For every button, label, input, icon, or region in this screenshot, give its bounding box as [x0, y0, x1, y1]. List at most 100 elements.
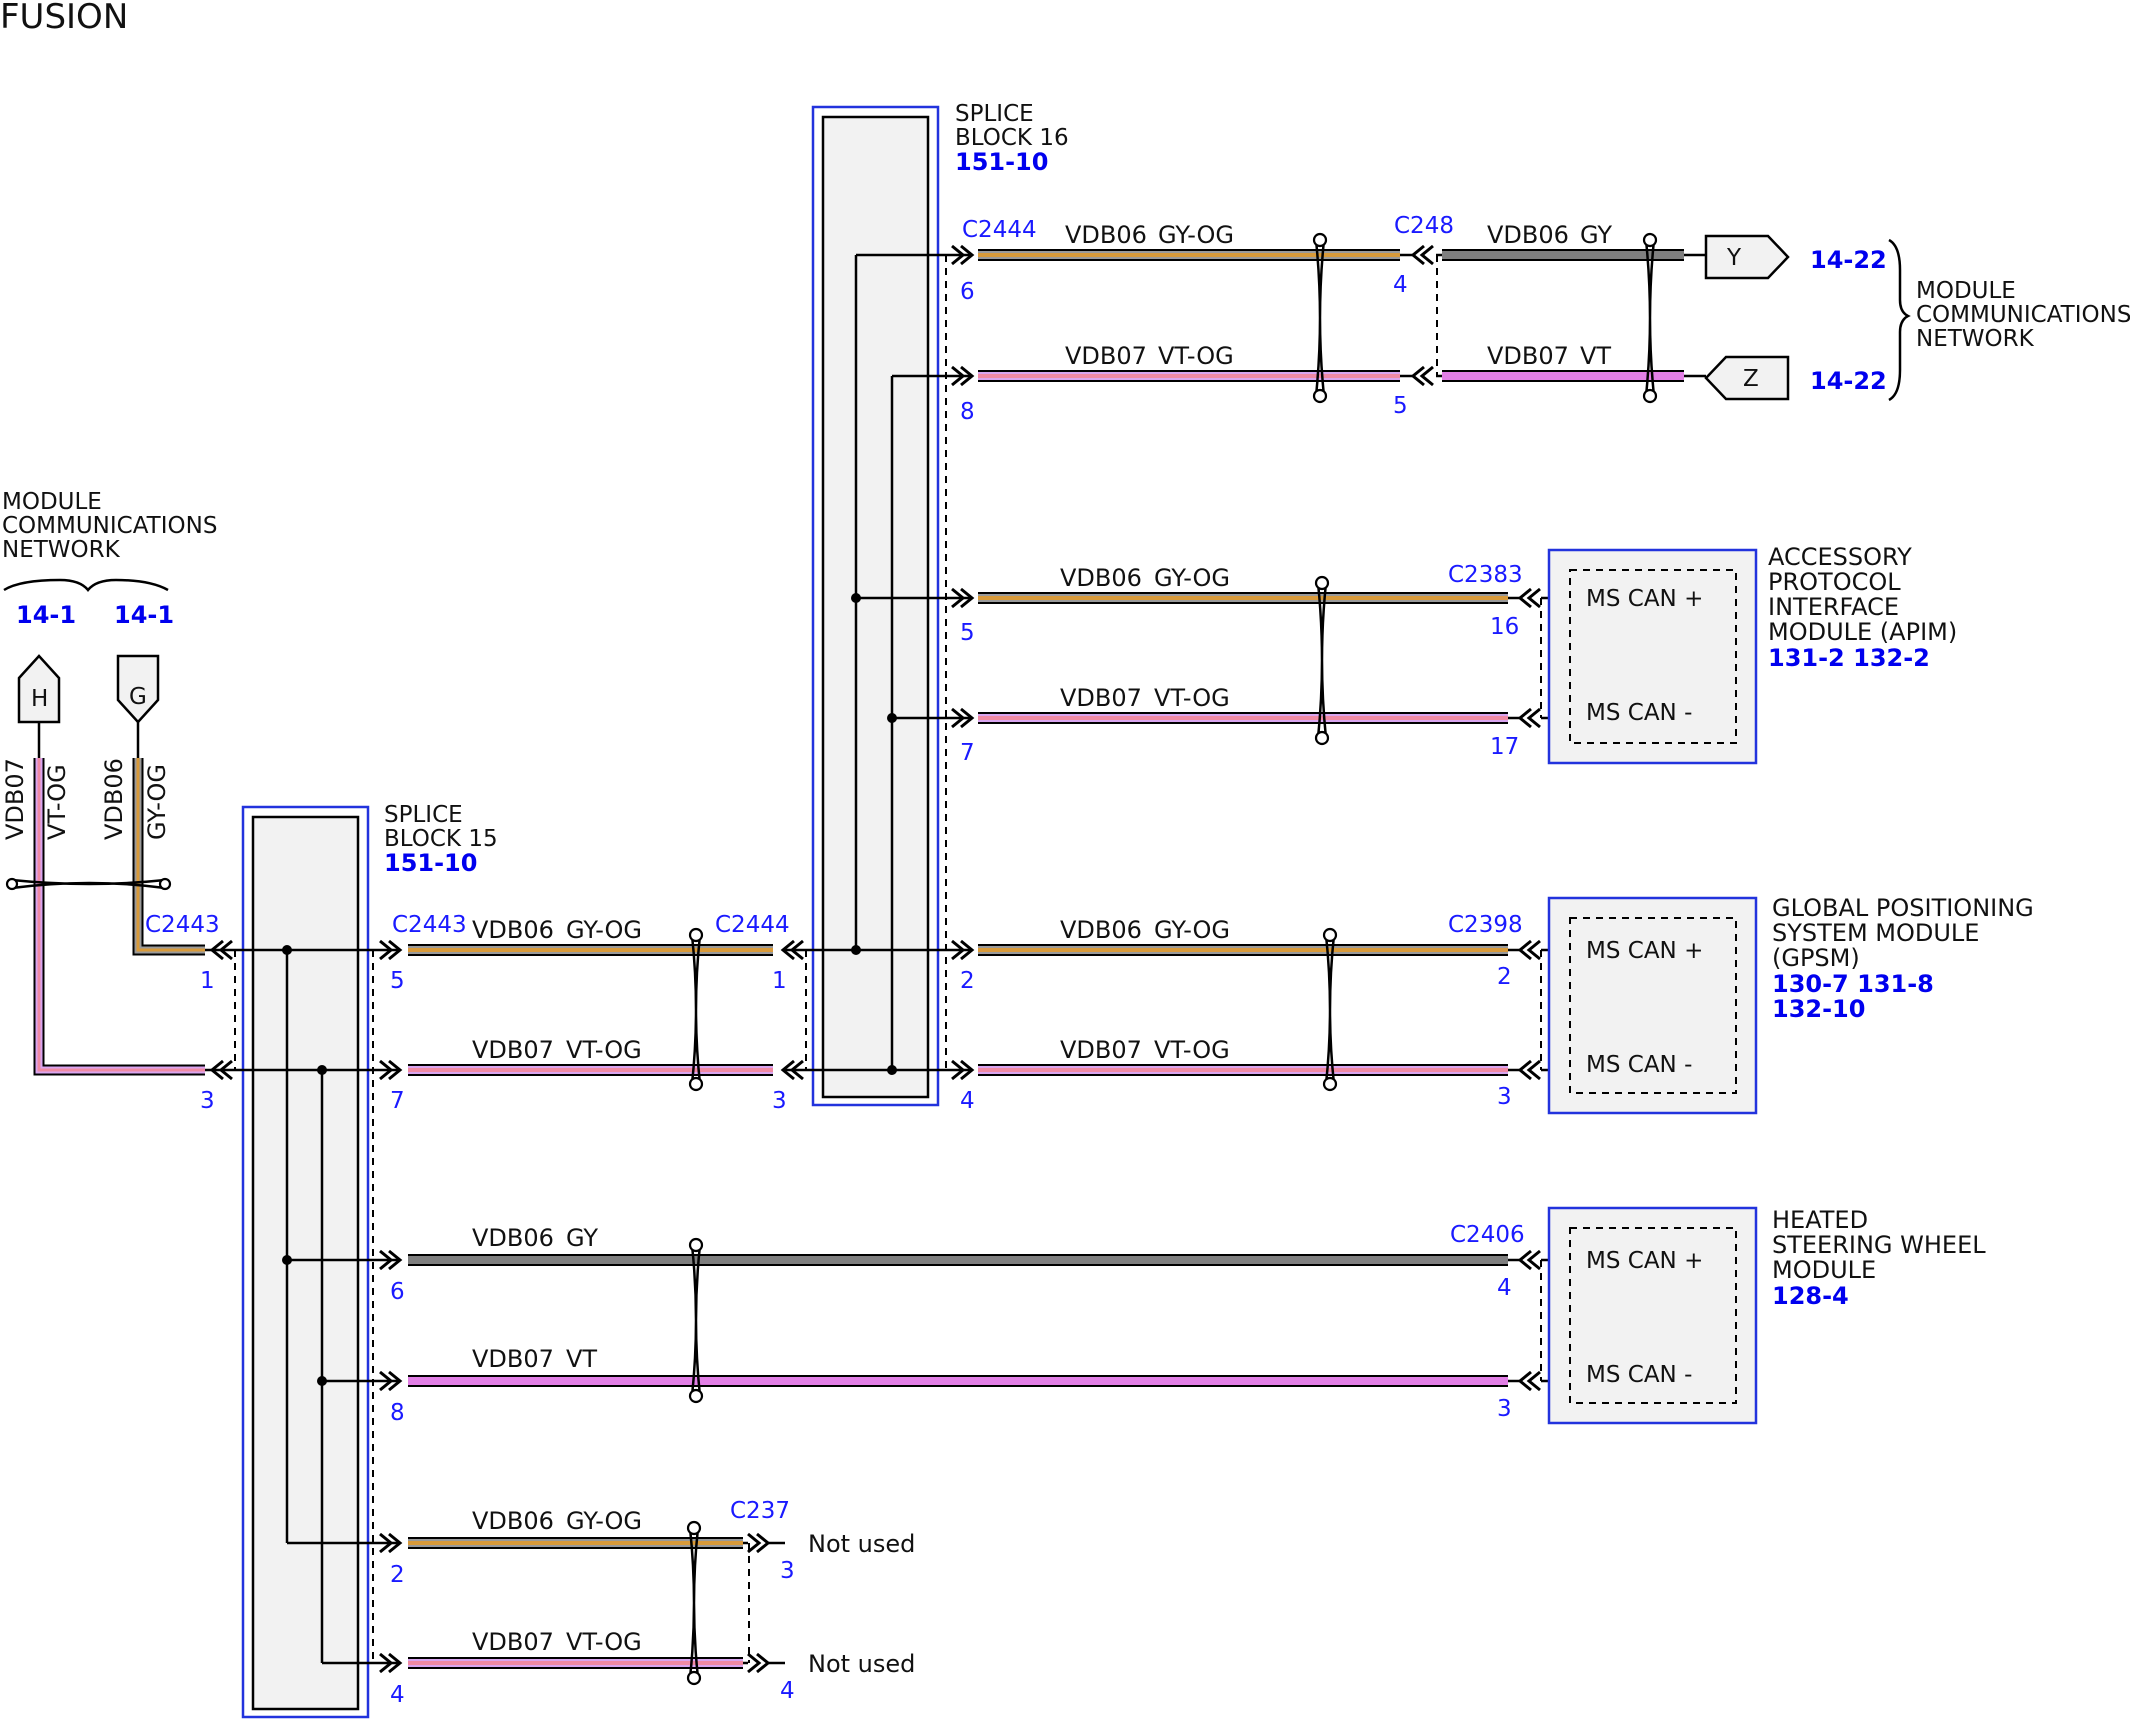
splice15-out-pin-8: 8 [390, 1400, 405, 1426]
hswm-name-2: STEERING WHEEL [1772, 1231, 1986, 1259]
connector-tag-z-label: Z [1743, 366, 1759, 392]
connector-tag-h [17, 654, 61, 724]
wire-s15-5-color: GY-OG [566, 1507, 642, 1535]
right-network-brace [1888, 238, 1911, 402]
c248-connector: C248 [1394, 213, 1454, 239]
hswm-pin-4: 4 [1497, 1275, 1512, 1301]
splice16-in-connector: C2444 [715, 912, 790, 938]
left-wires [5, 722, 205, 1076]
wire-s16-2-color: VT-OG [1158, 342, 1234, 370]
apim-terminal-minus: MS CAN - [1586, 700, 1692, 726]
gpsm-name-2: SYSTEM MODULE [1772, 919, 1979, 947]
splice16-in-pin-1: 1 [772, 968, 787, 994]
connector-tag-g [116, 654, 160, 724]
splice15-label-1: SPLICE [384, 802, 463, 828]
splice15-in-pin-3: 3 [200, 1088, 215, 1114]
left-network-label-2: COMMUNICATIONS [2, 513, 217, 539]
connector-tag-h-label: H [31, 686, 48, 712]
gpsm-name-1: GLOBAL POSITIONING [1772, 894, 2034, 922]
c237-status-2: Not used [808, 1650, 915, 1678]
right-network: Y Z 14-22 14-22 MODULE COMMUNICATIONS NE… [1684, 234, 2130, 402]
wire-g-circuit: VDB06 [100, 758, 128, 840]
c237-pin-3: 3 [780, 1558, 795, 1584]
wire-s16-5-color: GY-OG [1154, 916, 1230, 944]
splice16-out-pin-5: 5 [960, 620, 975, 646]
connector-tag-g-label: G [129, 684, 147, 710]
gpsm-refs-2: 132-10 [1772, 995, 1865, 1023]
apim-terminal-plus: MS CAN + [1586, 586, 1703, 612]
right-network-label-1: MODULE [1916, 278, 2016, 304]
gpsm-name-3: (GPSM) [1772, 944, 1860, 972]
hswm-connector: C2406 [1450, 1222, 1525, 1248]
splice15-out-pin-6: 6 [390, 1279, 405, 1305]
left-network-ref-h: 14-1 [16, 601, 76, 629]
left-network-label-3: NETWORK [2, 537, 121, 563]
hswm-terminal-minus: MS CAN - [1586, 1362, 1692, 1388]
wire-c248-2-circuit: VDB07 [1487, 342, 1569, 370]
wire-s15-3-color: GY [566, 1224, 598, 1252]
wire-s16-6-color: VT-OG [1154, 1036, 1230, 1064]
wire-s15-2-color: VT-OG [566, 1036, 642, 1064]
gpsm-refs-1: 130-7 131-8 [1772, 970, 1934, 998]
wire-h-color: VT-OG [43, 764, 71, 840]
splice16-label-2: BLOCK 16 [955, 125, 1069, 151]
apim-name-2: PROTOCOL [1768, 568, 1901, 596]
wire-s16-3-color: GY-OG [1154, 564, 1230, 592]
splice15-ref: 151-10 [384, 849, 477, 877]
splice15-out-pin-5: 5 [390, 968, 405, 994]
wire-s15-6-circuit: VDB07 [472, 1628, 554, 1656]
splice15-out-pin-4: 4 [390, 1682, 405, 1708]
gpsm-connector: C2398 [1448, 912, 1523, 938]
splice16-out-pin-6: 6 [960, 279, 975, 305]
splice16-out-pin-4: 4 [960, 1088, 975, 1114]
wire-s15-2-circuit: VDB07 [472, 1036, 554, 1064]
left-network-ref-g: 14-1 [114, 601, 174, 629]
left-network: MODULE COMMUNICATIONS NETWORK 14-1 14-1 … [1, 489, 217, 840]
wire-s15-6-color: VT-OG [566, 1628, 642, 1656]
apim-name-1: ACCESSORY [1768, 543, 1912, 571]
wire-s15-4-color: VT [566, 1345, 597, 1373]
wire-g-color: GY-OG [143, 764, 171, 840]
hswm-terminal-plus: MS CAN + [1586, 1248, 1703, 1274]
connector-tag-z [1704, 355, 1790, 401]
splice16-out-pin-8: 8 [960, 399, 975, 425]
hswm-pin-3: 3 [1497, 1396, 1512, 1422]
apim-name-3: INTERFACE [1768, 593, 1899, 621]
wire-s16-1-circuit: VDB06 [1065, 221, 1147, 249]
c248-pin-4: 4 [1393, 272, 1408, 298]
module-apim: C2383 16 17 MS CAN + MS CAN - ACCESSORY … [1448, 543, 1957, 765]
splice15-in-pin-1: 1 [200, 968, 215, 994]
connector-c248: C248 4 5 [1393, 213, 1454, 419]
splice16-ref: 151-10 [955, 148, 1048, 176]
wire-s16-4-circuit: VDB07 [1060, 684, 1142, 712]
right-network-label-3: NETWORK [1916, 326, 2035, 352]
wire-c248-2-color: VT [1580, 342, 1611, 370]
apim-pin-17: 17 [1490, 734, 1519, 760]
wire-s16-2-circuit: VDB07 [1065, 342, 1147, 370]
wire-h-circuit: VDB07 [1, 758, 29, 840]
splice-block-15: SPLICE BLOCK 15 151-10 C2443 1 3 C2443 5 [145, 802, 498, 1719]
splice16-out-pin-7: 7 [960, 740, 975, 766]
right-network-label-2: COMMUNICATIONS [1916, 302, 2130, 328]
hswm-name-1: HEATED [1772, 1206, 1868, 1234]
wire-c248-1-circuit: VDB06 [1487, 221, 1569, 249]
splice15-out-connector: C2443 [392, 912, 467, 938]
right-network-ref-z: 14-22 [1810, 367, 1887, 395]
splice15-out-pin-2: 2 [390, 1562, 405, 1588]
splice16-out-connector: C2444 [962, 217, 1037, 243]
wire-s16-5-circuit: VDB06 [1060, 916, 1142, 944]
c237-pin-4: 4 [780, 1678, 795, 1704]
connector-c237: C237 3 4 Not used Not used [730, 1498, 915, 1704]
hswm-refs: 128-4 [1772, 1282, 1849, 1310]
hswm-name-3: MODULE [1772, 1256, 1876, 1284]
c237-status-1: Not used [808, 1530, 915, 1558]
wire-s15-3-circuit: VDB06 [472, 1224, 554, 1252]
module-gpsm: C2398 2 3 MS CAN + MS CAN - GLOBAL POSIT… [1448, 894, 2034, 1115]
splice15-out-pin-7: 7 [390, 1088, 405, 1114]
wire-s15-1-circuit: VDB06 [472, 916, 554, 944]
splice-block-16: SPLICE BLOCK 16 151-10 C2444 1 3 C2444 6… [715, 101, 1069, 1114]
wire-c248-1-color: GY [1580, 221, 1612, 249]
wire-s16-3-circuit: VDB06 [1060, 564, 1142, 592]
left-network-label-1: MODULE [2, 489, 102, 515]
